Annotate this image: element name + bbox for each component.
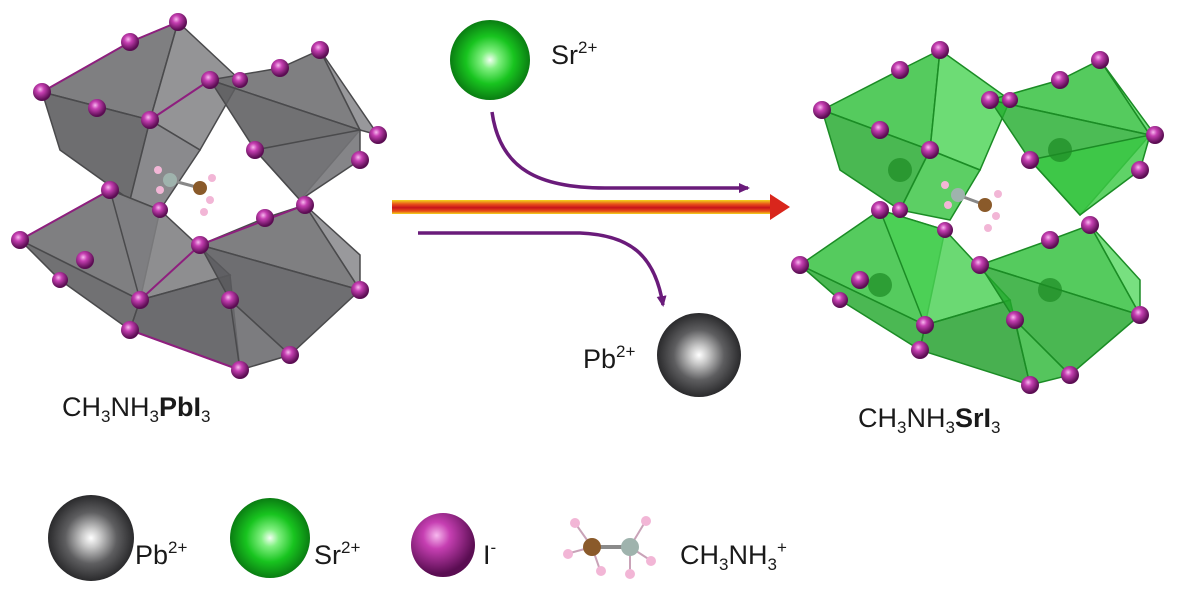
- legend-i-sphere: [411, 513, 475, 577]
- legend-sr-sphere: [230, 498, 310, 578]
- legend-ma-molecule: [563, 516, 656, 579]
- sr-in-arrow: [490, 111, 750, 193]
- product-formula: CH3NH3SrI3: [858, 403, 1001, 437]
- pb-ion-sphere: [657, 313, 741, 397]
- pbi3-crystal: [11, 13, 387, 379]
- main-reaction-arrow: [392, 194, 790, 220]
- legend-ma-label: CH3NH3+: [680, 538, 787, 574]
- sri3-crystal: [791, 41, 1164, 394]
- reactant-formula: CH3NH3PbI3: [62, 392, 211, 426]
- legend-i-label: I-: [483, 538, 497, 570]
- legend-pb-sphere: [48, 495, 134, 581]
- incoming-sr-label: Sr2+: [551, 38, 598, 70]
- pb-out-arrow: [418, 231, 667, 307]
- outgoing-pb-label: Pb2+: [583, 342, 636, 374]
- legend-sr-label: Sr2+: [314, 538, 361, 570]
- legend-pb-label: Pb2+: [135, 538, 188, 570]
- sr-ion-sphere: [450, 20, 530, 100]
